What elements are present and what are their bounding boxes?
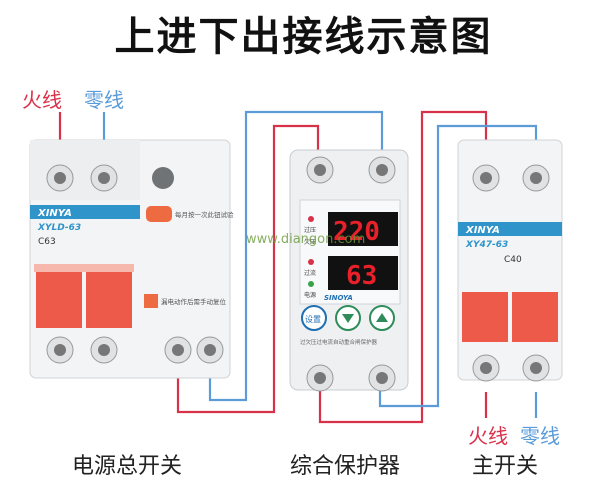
undervoltage-label: 欠压 <box>304 238 316 246</box>
voltage-display <box>328 212 398 246</box>
protector-subtitle: 过欠压过电流自动重合闸保护器 <box>300 338 378 346</box>
test-button-note: 每月按一次此钮试验 <box>175 210 234 219</box>
main-switch-brand-strip <box>30 205 140 219</box>
power-led <box>308 281 314 287</box>
right-breaker-handle-1[interactable] <box>462 292 508 342</box>
overcurrent-led <box>308 259 314 265</box>
overvoltage-label: 过压 <box>304 226 316 234</box>
current-display-value: 63 <box>346 261 377 291</box>
main-switch-model: XYLD-63 <box>37 223 81 233</box>
set-button-label: 设置 <box>305 314 321 324</box>
live-main-to-protector <box>176 124 320 414</box>
voltage-display-value: 220 <box>333 217 380 247</box>
caption-third: 主开关 <box>472 454 539 479</box>
current-display <box>328 256 398 290</box>
watermark: www.diangon.com <box>246 232 366 247</box>
right-breaker-model: XY47-63 <box>465 240 508 250</box>
right-breaker-rating: C40 <box>504 255 522 265</box>
main-switch-brand: XINYA <box>37 208 72 219</box>
main-switch-handle-1[interactable] <box>36 270 82 328</box>
right-breaker-brand: XINYA <box>465 225 500 236</box>
overvoltage-led <box>308 216 314 222</box>
caption-main-switch: 电源总开关 <box>72 454 183 479</box>
wires <box>58 110 538 424</box>
neutral-wire-label-top: 零线 <box>84 88 124 112</box>
live-protector-to-breaker <box>318 110 488 424</box>
diagram-title: 上进下出接线示意图 <box>114 14 493 60</box>
right-breaker: XINYA XY47-63 C40 <box>457 139 563 382</box>
live-wire-label-bottom: 火线 <box>468 424 508 448</box>
up-arrow-icon <box>376 313 388 322</box>
neutral-protector-to-breaker <box>378 124 538 408</box>
down-arrow-icon <box>342 314 354 323</box>
reset-indicator <box>144 294 158 308</box>
live-wire-label-top: 火线 <box>22 88 62 112</box>
overcurrent-label: 过流 <box>304 269 316 277</box>
neutral-main-to-protector <box>208 110 384 402</box>
right-breaker-brand-strip <box>458 222 562 236</box>
indicator-window <box>152 167 174 189</box>
reset-note: 漏电动作后需手动复位 <box>161 297 227 306</box>
main-switch: XINYA XYLD-63 C63 每月按一次此钮试验 漏电动作后需手动复位 <box>29 139 234 379</box>
set-button[interactable] <box>301 305 327 331</box>
test-button[interactable] <box>146 206 172 222</box>
main-switch-rating: C63 <box>38 237 56 247</box>
neutral-wire-label-bottom: 零线 <box>520 424 560 448</box>
right-breaker-handle-2[interactable] <box>512 292 558 342</box>
caption-protector: 综合保护器 <box>290 454 401 479</box>
power-label: 电源 <box>304 291 316 299</box>
main-switch-handle-2[interactable] <box>86 270 132 328</box>
protector-brand: SINOYA <box>324 294 353 302</box>
protector: 220 63 过压 欠压 过流 电源 SINOYA 设置 过欠压过电流自动重合闸… <box>289 149 409 392</box>
